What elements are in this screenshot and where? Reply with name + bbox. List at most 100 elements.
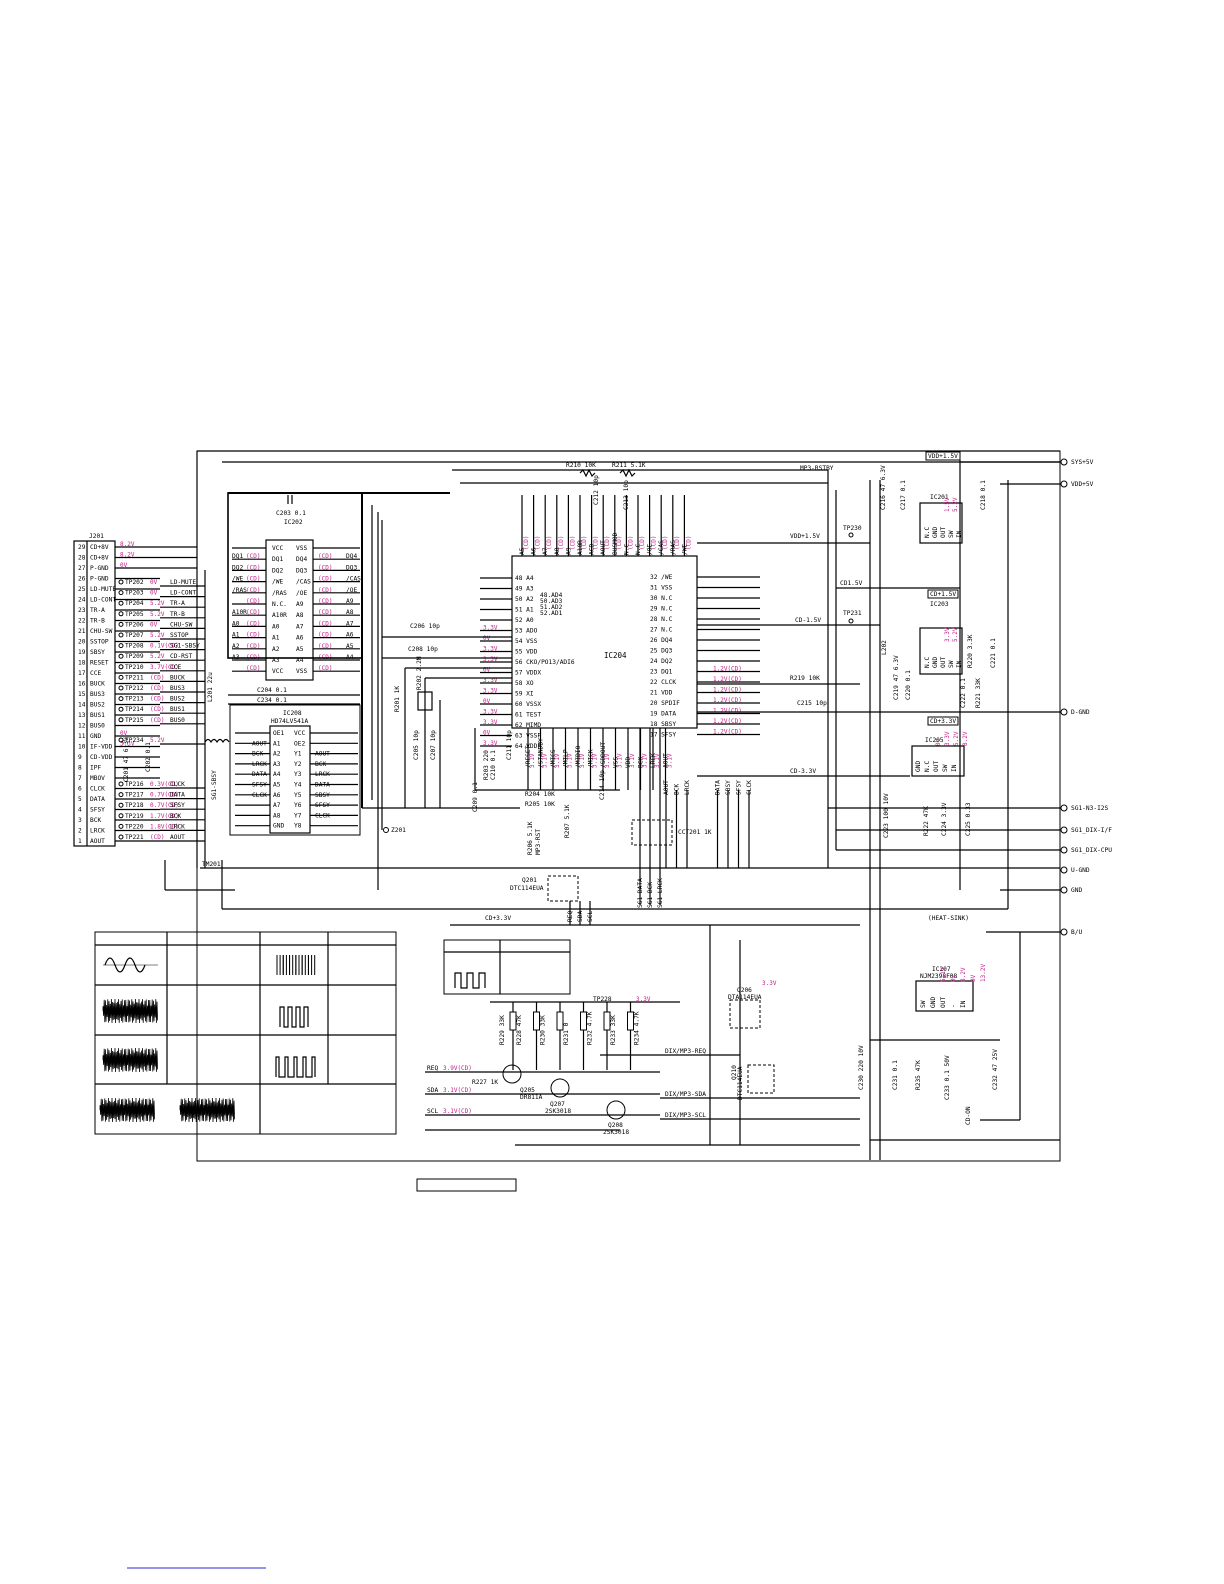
ic204-left-pin: 52 A0: [515, 617, 534, 624]
j201-pin-name: LRCK: [90, 828, 105, 835]
testpoint-signal: BUS0: [170, 717, 185, 724]
ic202-pin: A0: [272, 623, 280, 630]
res-label: R231 0: [563, 1022, 570, 1045]
res-label: R232 4.7K: [587, 1011, 594, 1045]
ic208-pin: A6: [273, 792, 281, 799]
regulator-pin: GND: [932, 657, 939, 668]
j201-pin-name: CD-VDD: [90, 754, 113, 761]
regulator-volt: 13.2V: [980, 964, 987, 982]
j201-pin-name: BCK: [90, 817, 101, 824]
noise-waveform: [102, 998, 158, 1024]
ic208-pin: Y7: [294, 812, 302, 819]
r235-label: R235 47K: [915, 1060, 922, 1090]
ic204-right-pin: 30 N.C: [650, 595, 673, 602]
right-connector-label: B/U: [1071, 929, 1082, 936]
j201-pin-number: 13: [78, 712, 86, 719]
testpoint-label: TP204: [125, 600, 144, 607]
ic201-label: IC201: [930, 494, 949, 501]
ic207-part: NJM2398F08: [920, 973, 958, 980]
ic204-top-volt: (CD): [593, 536, 600, 550]
ic204-bottom-volt: 3.1V: [604, 753, 611, 768]
req-volt: 3.9V(CD): [443, 1065, 472, 1072]
ic202-volt: (CD): [318, 576, 332, 583]
ic204-bottom-volt: 3.1V: [567, 753, 574, 768]
ic202-volt: (CD): [246, 564, 260, 571]
ic204-top-volt: (CD): [662, 536, 669, 550]
scl-label: SCL: [427, 1108, 438, 1115]
ic204-right-pin: 23 DQ1: [650, 669, 673, 676]
c201-label: C201 47 6.3V: [123, 737, 130, 782]
j201-pin-name: LD-MUTE: [90, 586, 116, 593]
testpoint-label: TP215: [125, 717, 144, 724]
vdd15-label: VDD+1.5V: [790, 533, 820, 540]
sda-label: SDA: [427, 1087, 438, 1094]
res-label: R230 33K: [540, 1015, 547, 1045]
ic208-pin: OE1: [273, 730, 284, 737]
ic204-bottom-volt: 3.1V: [579, 753, 586, 768]
ic202-outer: /RAS: [232, 587, 247, 594]
c218-label: C218 0.1: [980, 480, 987, 510]
ic204-top-volt: (CD): [546, 536, 553, 550]
j201-pin-number: 17: [78, 670, 86, 677]
j201-pin-number: 18: [78, 660, 86, 667]
q206-box: [729, 999, 761, 1029]
testpoint-volt: 0.1V(CD): [150, 643, 179, 650]
cd33-label: CD-3.3V: [790, 768, 816, 775]
ic202-volt: (CD): [246, 587, 260, 594]
ic208-label: IC208: [283, 710, 302, 717]
testpoint-volt: 0.7V(CD): [150, 802, 179, 809]
ic204-left-pin: 55 VDD: [515, 649, 538, 656]
noise-waveform: [102, 1047, 158, 1073]
ic202-outer: DQ1: [232, 553, 243, 560]
ic204-left-pin: 59 XI: [515, 691, 534, 698]
regulator-pin: OUT: [940, 527, 947, 538]
ic202-pin: VCC: [272, 668, 283, 675]
tp231-label: TP231: [843, 610, 862, 617]
q210-box: [747, 1064, 775, 1094]
ic204-left-volt: 3.3V: [483, 740, 498, 747]
ic208-pin: GND: [273, 823, 284, 830]
c217-label: C217 0.1: [900, 480, 907, 510]
ic208-pin: Y4: [294, 782, 302, 789]
pulse-wave-2: [275, 1056, 316, 1078]
regulator-pin: OUT: [933, 761, 940, 772]
ic202-volt: (CD): [318, 665, 332, 672]
testpoint-label: TP209: [125, 653, 144, 660]
testpoint-label: TP218: [125, 802, 144, 809]
regulator-volt: 5.2V: [952, 497, 959, 512]
testpoint-signal: LRCK: [170, 823, 185, 830]
testpoint-signal: BUCK: [170, 674, 185, 681]
ic202-pin: A5: [296, 646, 304, 653]
j201-pin-number: 1: [78, 838, 82, 845]
regulator-volt: 3.3V: [944, 731, 951, 746]
ic202-outer: /WE: [232, 576, 243, 583]
q208-label: Q208: [608, 1122, 623, 1129]
regulator-pin: OUT: [940, 997, 947, 1008]
ic204-bottom-signal: DATA: [715, 780, 722, 795]
ic202-pin: DQ3: [296, 567, 307, 574]
req-label: REQ: [427, 1065, 438, 1072]
c233-label: C233 0.1 50V: [944, 1055, 951, 1100]
cct201-label: CCT201 1K: [678, 829, 712, 836]
ic202-outer: A9: [346, 598, 354, 605]
j201-pin-name: RESET: [90, 660, 109, 667]
testpoint-label: TP212: [125, 685, 144, 692]
mp3rstby-label: MP3-RSTBY: [800, 465, 834, 472]
regulator-pin: SW: [948, 530, 955, 538]
q205-part: DR811A: [520, 1094, 543, 1101]
ic204-right-pin: 21 VDD: [650, 690, 673, 697]
regulator-pin: GND: [932, 527, 939, 538]
c224-label: C224 3.3V: [941, 802, 948, 836]
ic204-bottom-signal: CLCK: [746, 780, 753, 795]
r201-label: R201 1K: [394, 686, 401, 712]
ic204-top-volt: (CD): [685, 536, 692, 550]
q205-symbol: [502, 1064, 522, 1084]
right-connector-label: SG1_DIX-I/F: [1071, 827, 1112, 834]
q201-label: Q201: [522, 877, 537, 884]
right-connector-label: SYS+5V: [1071, 459, 1094, 466]
ic204-bottom-volt: 3.1V: [617, 753, 624, 768]
regulator-volt: 0V: [935, 738, 942, 746]
